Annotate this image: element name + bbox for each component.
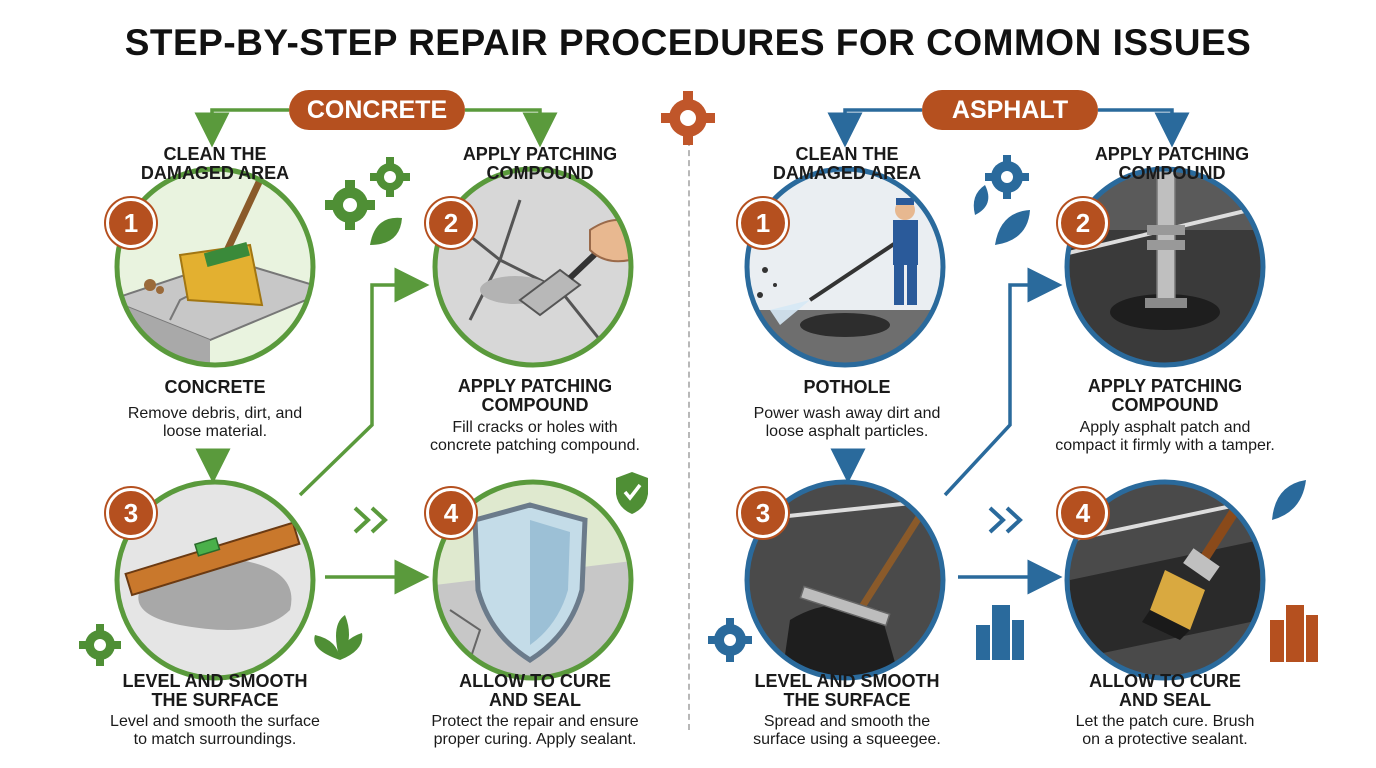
concrete-step1-illustration	[114, 166, 316, 368]
concrete-step1-title: CONCRETE	[164, 377, 266, 397]
leaf-icon	[973, 185, 1030, 245]
concrete-step1-badge: 1	[106, 198, 156, 248]
gear-icon	[370, 157, 410, 197]
gear-icon	[325, 180, 375, 230]
concrete-connectors	[194, 108, 558, 595]
asphalt-step2-illustration	[1064, 166, 1266, 368]
asphalt-step3-badge: 3	[738, 488, 788, 538]
section-divider	[688, 140, 690, 730]
asphalt-connectors	[827, 108, 1190, 595]
asphalt-step4-illustration	[1064, 479, 1266, 681]
building-icon	[1270, 605, 1318, 662]
concrete-step2-badge: 2	[426, 198, 476, 248]
asphalt-section-label: ASPHALT	[922, 90, 1098, 130]
asphalt-step1-title: POTHOLE	[803, 377, 891, 397]
leaf-icon	[1272, 480, 1306, 520]
concrete-step4-badge: 4	[426, 488, 476, 538]
plant-icon	[314, 615, 363, 660]
page-title: STEP-BY-STEP REPAIR PROCEDURES FOR COMMO…	[124, 22, 1252, 63]
checkmark-shield-icon	[616, 472, 648, 514]
asphalt-step4-badge: 4	[1058, 488, 1108, 538]
concrete-step2-illustration	[432, 166, 634, 368]
gear-icon	[661, 91, 715, 145]
asphalt-step1-illustration	[744, 166, 946, 368]
asphalt-step3-illustration	[744, 479, 946, 681]
concrete-section-label: CONCRETE	[289, 90, 465, 130]
gear-icon	[708, 618, 752, 662]
building-icon	[976, 605, 1024, 660]
leaf-icon	[370, 217, 402, 245]
concrete-step3-illustration	[114, 479, 316, 681]
concrete-step3-badge: 3	[106, 488, 156, 538]
gear-icon	[985, 155, 1029, 199]
asphalt-step2-badge: 2	[1058, 198, 1108, 248]
asphalt-step1-badge: 1	[738, 198, 788, 248]
gear-icon	[79, 624, 121, 666]
